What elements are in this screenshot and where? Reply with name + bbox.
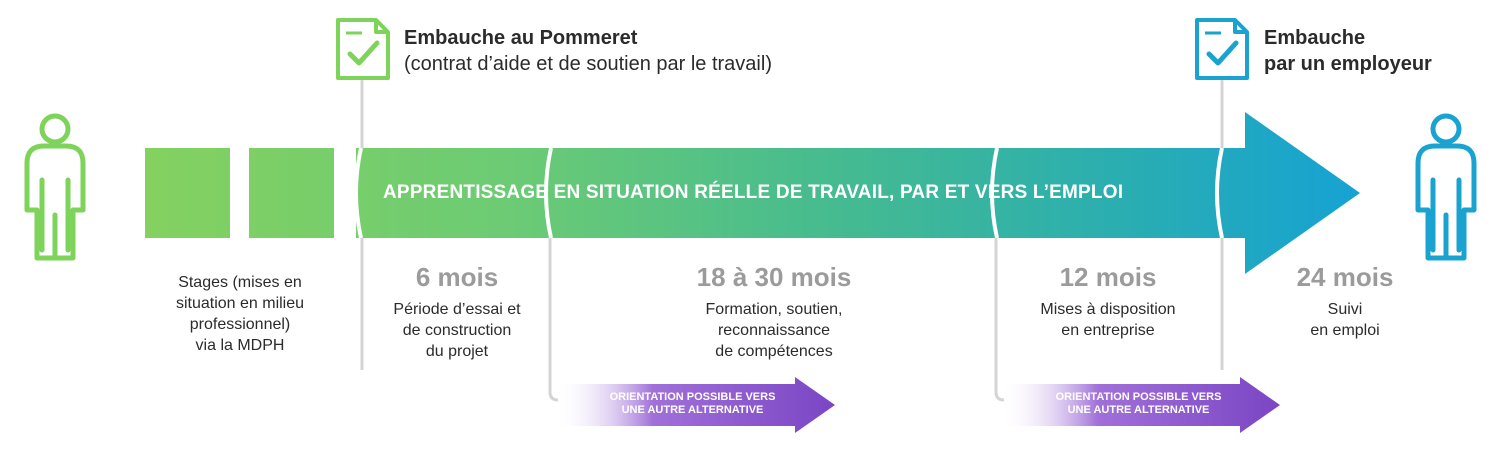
milestone-pommeret-subtitle: (contrat d’aide et de soutien par le tra… — [404, 53, 772, 75]
phase-description-line: Suivi — [1327, 301, 1363, 318]
document-check-icon — [1195, 18, 1249, 80]
phase-description-line: de compétences — [715, 343, 833, 360]
phase-description-line: en entreprise — [1061, 322, 1155, 339]
phase-6-mois: 6 mois Période d’essai et de constructio… — [372, 262, 542, 362]
milestone-employer-title-line1: Embauche — [1264, 27, 1366, 49]
milestone-lines — [360, 80, 1224, 370]
orientation-label-1: ORIENTATION POSSIBLE VERS UNE AUTRE ALTE… — [580, 391, 805, 417]
phase-description-line: Formation, soutien, — [705, 301, 843, 318]
orientation-arrow-2 — [994, 238, 1280, 433]
person-icon — [24, 113, 86, 261]
phase-description-line: Mises à disposition — [1040, 301, 1176, 318]
phase-description-line: en emploi — [1310, 322, 1380, 339]
phase-description-line: via la MDPH — [195, 337, 285, 354]
banner-label: APPRENTISSAGE EN SITUATION RÉELLE DE TRA… — [383, 182, 1124, 203]
main-progress-arrow — [145, 112, 1360, 274]
orientation-line: ORIENTATION POSSIBLE VERS — [609, 391, 776, 403]
phase-description-line: professionnel) — [189, 316, 291, 333]
phase-stages: Stages (mises en situation en milieu pro… — [150, 272, 330, 356]
phase-description-line: du projet — [425, 343, 489, 360]
phase-description-line: Période d’essai et — [393, 301, 521, 318]
phase-description-line: de construction — [402, 322, 512, 339]
orientation-line: UNE AUTRE ALTERNATIVE — [621, 404, 764, 416]
milestone-employer: Embauche par un employeur — [1264, 25, 1432, 77]
orientation-line: ORIENTATION POSSIBLE VERS — [1055, 391, 1222, 403]
phase-description-line: situation en milieu — [175, 295, 305, 312]
document-check-icon — [336, 18, 390, 80]
orientation-line: UNE AUTRE ALTERNATIVE — [1067, 404, 1210, 416]
phase-duration: 6 mois — [415, 262, 499, 292]
milestone-employer-title-line2: par un employeur — [1264, 53, 1432, 75]
phase-description-line: Stages (mises en — [178, 274, 302, 291]
orientation-label-2: ORIENTATION POSSIBLE VERS UNE AUTRE ALTE… — [1026, 391, 1251, 417]
phase-18-30-mois: 18 à 30 mois Formation, soutien, reconna… — [664, 262, 884, 362]
milestone-pommeret: Embauche au Pommeret (contrat d’aide et … — [404, 25, 772, 77]
phase-12-mois: 12 mois Mises à disposition en entrepris… — [1013, 262, 1203, 341]
phase-duration: 18 à 30 mois — [696, 262, 852, 292]
phase-24-mois: 24 mois Suivi en emploi — [1275, 262, 1415, 341]
phase-duration: 12 mois — [1059, 262, 1157, 292]
phase-description-line: reconnaissance — [717, 322, 831, 339]
orientation-arrow-1 — [548, 238, 835, 433]
milestone-pommeret-title: Embauche au Pommeret — [404, 27, 638, 49]
phase-duration: 24 mois — [1296, 262, 1394, 292]
person-icon — [1415, 113, 1477, 261]
bar-dividers — [354, 147, 1224, 239]
